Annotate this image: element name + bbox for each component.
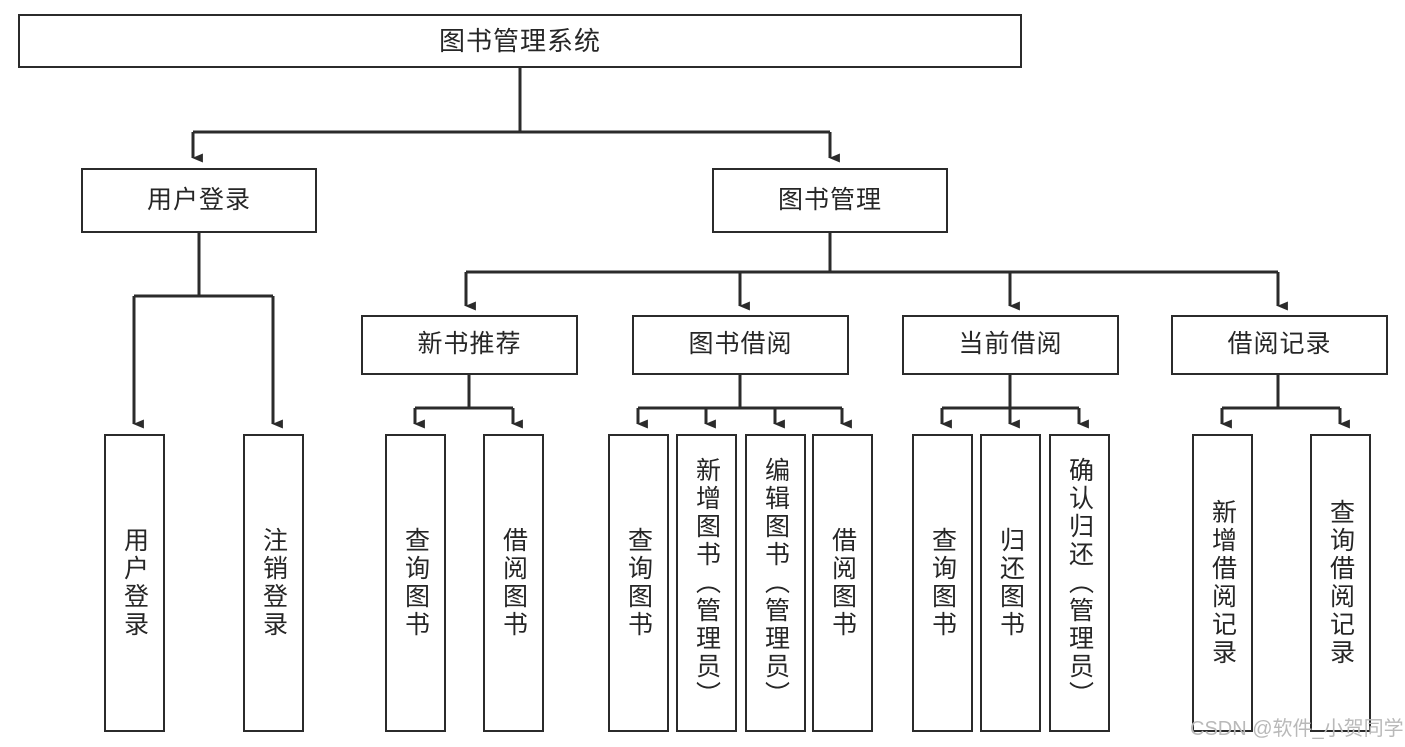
- node-label: 借阅图书: [499, 527, 528, 639]
- node-user-login[interactable]: 用户登录: [81, 168, 317, 233]
- leaf-logout[interactable]: 注销登录: [243, 434, 304, 732]
- node-label: 查询图书: [928, 527, 957, 639]
- node-label: 新增借阅记录: [1208, 499, 1237, 667]
- node-label: 注销登录: [259, 527, 288, 639]
- leaf-borrow-book[interactable]: 借阅图书: [812, 434, 873, 732]
- node-label: 查询图书: [401, 527, 430, 639]
- leaf-add-borrow-record[interactable]: 新增借阅记录: [1192, 434, 1253, 732]
- leaf-query-book-borrow[interactable]: 查询图书: [608, 434, 669, 732]
- node-label: 用户登录: [146, 185, 251, 214]
- leaf-query-book-current[interactable]: 查询图书: [912, 434, 973, 732]
- node-label: 查询图书: [624, 527, 653, 639]
- node-label: 新书推荐: [417, 330, 522, 359]
- node-label: 借阅图书: [828, 527, 857, 639]
- leaf-query-borrow-record[interactable]: 查询借阅记录: [1310, 434, 1371, 732]
- node-label: 新增图书（管理员）: [692, 457, 721, 709]
- node-label: 确认归还（管理员）: [1065, 457, 1094, 709]
- node-book-manage[interactable]: 图书管理: [712, 168, 948, 233]
- leaf-edit-book[interactable]: 编辑图书（管理员）: [745, 434, 806, 732]
- node-label: 查询借阅记录: [1326, 499, 1355, 667]
- node-current-borrow[interactable]: 当前借阅: [902, 315, 1119, 375]
- leaf-query-book-recommend[interactable]: 查询图书: [385, 434, 446, 732]
- node-new-book-recommend[interactable]: 新书推荐: [361, 315, 578, 375]
- leaf-user-login[interactable]: 用户登录: [104, 434, 165, 732]
- leaf-confirm-return[interactable]: 确认归还（管理员）: [1049, 434, 1110, 732]
- leaf-return-book[interactable]: 归还图书: [980, 434, 1041, 732]
- node-label: 借阅记录: [1227, 330, 1332, 359]
- node-label: 用户登录: [120, 527, 149, 639]
- node-label: 当前借阅: [958, 330, 1063, 359]
- node-borrow-record[interactable]: 借阅记录: [1171, 315, 1388, 375]
- node-label: 编辑图书（管理员）: [761, 457, 790, 709]
- node-root-system[interactable]: 图书管理系统: [18, 14, 1022, 68]
- node-book-borrow[interactable]: 图书借阅: [632, 315, 849, 375]
- node-label: 归还图书: [996, 527, 1025, 639]
- watermark-text: CSDN @软件_小贺同学: [1190, 718, 1404, 740]
- node-label: 图书管理系统: [438, 25, 601, 56]
- leaf-borrow-book-recommend[interactable]: 借阅图书: [483, 434, 544, 732]
- leaf-add-book[interactable]: 新增图书（管理员）: [676, 434, 737, 732]
- node-label: 图书管理: [777, 185, 882, 214]
- node-label: 图书借阅: [688, 330, 793, 359]
